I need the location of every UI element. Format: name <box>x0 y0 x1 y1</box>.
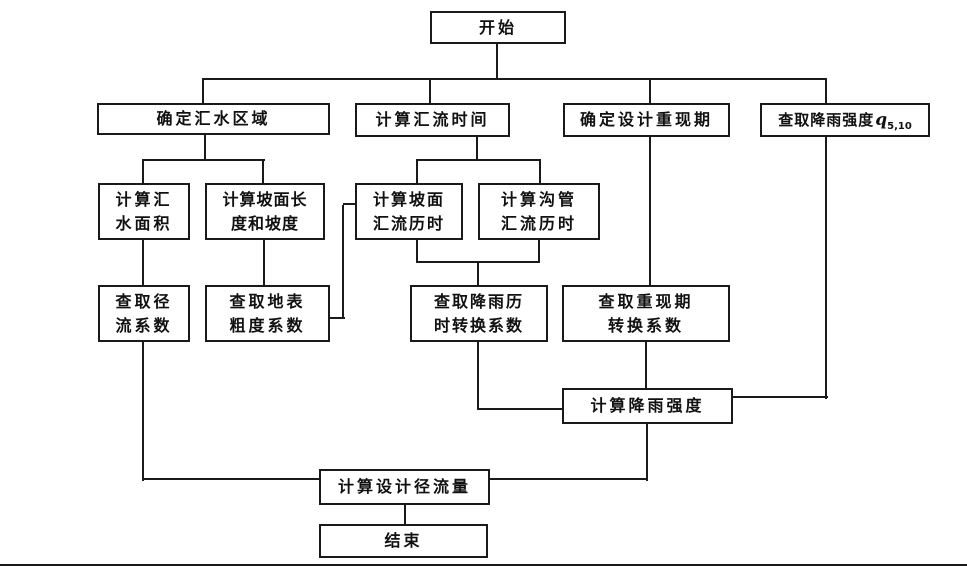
connector-line <box>477 262 479 285</box>
connector-line <box>204 135 206 161</box>
connector-line <box>142 160 144 183</box>
connector-line <box>476 137 478 161</box>
node-end: 结束 <box>319 524 488 558</box>
node-calc-slope-flow-duration: 计算坡面 汇流历时 <box>355 183 463 240</box>
node-calc-design-runoff: 计算设计径流量 <box>319 469 490 505</box>
connector-line <box>825 79 827 103</box>
node-calc-pipe-flow-duration-line2: 汇流历时 <box>500 213 577 233</box>
node-calc-catchment-area-line2: 水面积 <box>115 213 173 233</box>
connector-line <box>538 240 540 263</box>
connector-line <box>143 478 319 480</box>
connector-line <box>477 342 479 410</box>
node-lookup-duration-conversion: 查取降雨历 时转换系数 <box>410 285 548 342</box>
node-lookup-runoff-coefficient-line2: 流系数 <box>115 315 173 335</box>
node-lookup-runoff-coefficient: 查取径 流系数 <box>98 285 190 342</box>
node-calc-slope-length-gradient-line2: 度和坡度 <box>230 213 299 233</box>
node-lookup-period-conversion: 查取重现期 转换系数 <box>562 285 730 342</box>
connector-line <box>142 342 144 481</box>
node-calc-pipe-flow-duration-line1: 计算沟管 <box>500 189 577 209</box>
node-determine-catchment-region: 确定汇水区域 <box>97 103 330 135</box>
q-variable: q <box>875 109 888 130</box>
connector-line <box>142 240 144 285</box>
node-start: 开始 <box>430 11 566 44</box>
node-lookup-surface-roughness: 查取地表 粗度系数 <box>205 285 330 342</box>
node-calc-slope-flow-duration-line1: 计算坡面 <box>372 189 445 209</box>
connector-line <box>342 205 344 319</box>
connector-line <box>649 79 651 103</box>
node-calc-rain-intensity-label: 计算降雨强度 <box>590 396 705 416</box>
node-lookup-duration-conversion-line1: 查取降雨历 <box>433 291 524 311</box>
connector-line <box>646 424 648 481</box>
node-calc-catchment-area: 计算汇 水面积 <box>98 183 190 240</box>
q-subscript: 5,10 <box>887 121 912 132</box>
connector-line <box>429 79 431 103</box>
node-lookup-period-conversion-line2: 转换系数 <box>607 315 684 335</box>
connector-line <box>142 159 265 161</box>
connector-line <box>733 396 828 398</box>
connector-line <box>496 44 498 79</box>
node-calc-rain-intensity: 计算降雨强度 <box>562 388 733 424</box>
node-lookup-surface-roughness-line2: 粗度系数 <box>229 315 306 335</box>
connector-line <box>0 564 967 566</box>
connector-line <box>416 160 418 183</box>
connector-line <box>202 79 204 103</box>
connector-line <box>416 159 541 161</box>
connector-line <box>649 137 651 285</box>
node-determine-design-return-period: 确定设计重现期 <box>563 103 730 137</box>
node-calc-slope-flow-duration-line2: 汇流历时 <box>372 213 445 233</box>
node-start-label: 开始 <box>478 17 517 37</box>
connector-line <box>416 240 418 263</box>
connector-line <box>202 78 827 80</box>
node-calc-confluence-time-label: 计算汇流时间 <box>375 110 490 130</box>
node-lookup-duration-conversion-line2: 时转换系数 <box>433 315 524 335</box>
connector-line <box>478 408 562 410</box>
node-calc-pipe-flow-duration: 计算沟管 汇流历时 <box>478 183 600 240</box>
connector-line <box>490 478 648 480</box>
node-determine-design-return-period-label: 确定设计重现期 <box>579 110 713 130</box>
connector-line <box>825 137 827 399</box>
connector-line <box>645 342 647 388</box>
node-lookup-rain-intensity-label: 查取降雨强度 <box>778 110 875 129</box>
node-end-label: 结束 <box>384 531 423 551</box>
connector-line <box>262 160 264 183</box>
node-lookup-surface-roughness-line1: 查取地表 <box>229 291 306 311</box>
connector-line <box>404 505 406 524</box>
node-calc-slope-length-gradient-line1: 计算坡面长 <box>222 189 308 209</box>
node-calc-catchment-area-line1: 计算汇 <box>115 189 173 209</box>
connector-line <box>330 317 345 319</box>
node-calc-confluence-time: 计算汇流时间 <box>355 103 510 137</box>
connector-line <box>263 240 265 285</box>
connector-line <box>343 203 355 205</box>
node-calc-slope-length-gradient: 计算坡面长 度和坡度 <box>205 183 325 240</box>
node-calc-design-runoff-label: 计算设计径流量 <box>337 477 471 497</box>
node-lookup-runoff-coefficient-line1: 查取径 <box>115 291 173 311</box>
node-lookup-period-conversion-line1: 查取重现期 <box>598 291 694 311</box>
node-determine-catchment-region-label: 确定汇水区域 <box>156 109 271 129</box>
connector-line <box>539 160 541 183</box>
